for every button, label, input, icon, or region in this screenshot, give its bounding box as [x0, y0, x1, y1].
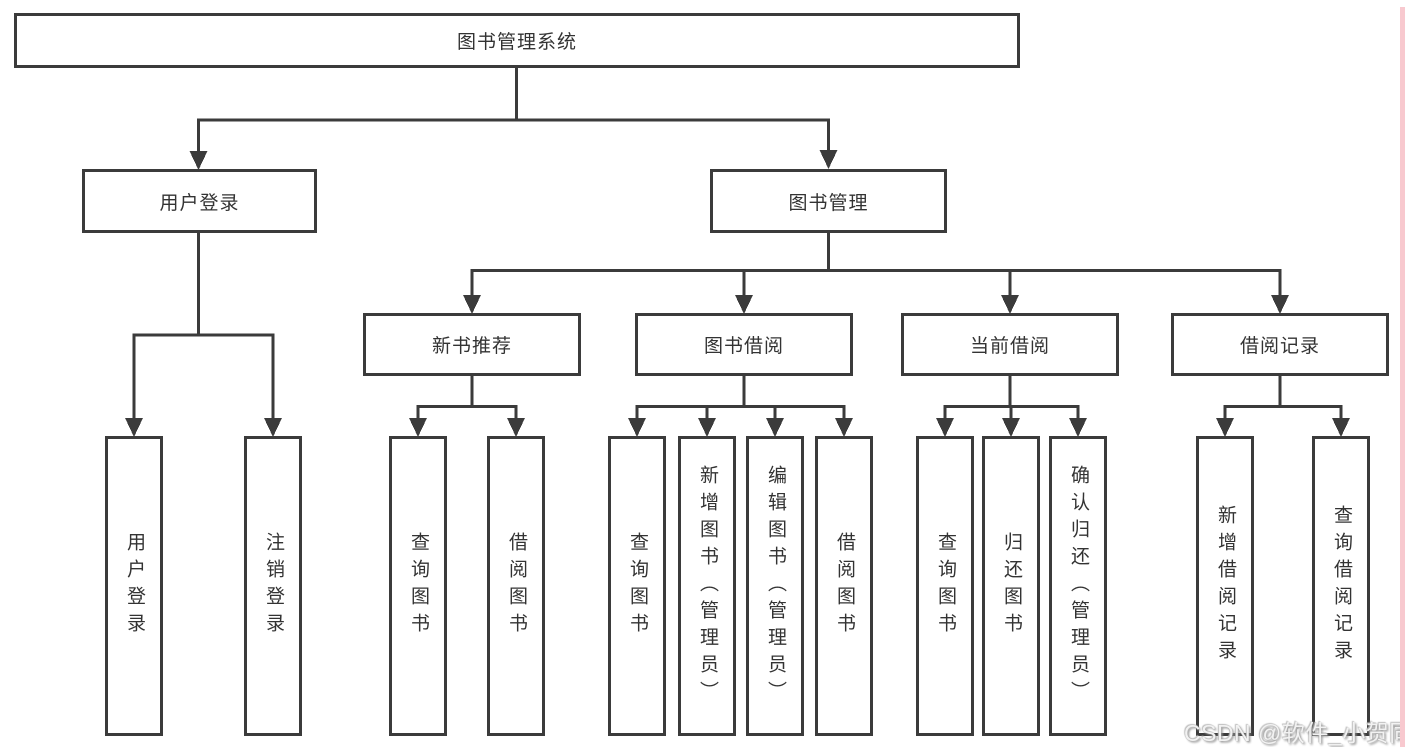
node-current-borrowing: 当前借阅 [901, 313, 1119, 376]
leaf-add-books-admin: 新增图书（管理员） [678, 436, 736, 736]
connector-current-borrowing-group [943, 376, 1080, 421]
arrowhead-leaf-return-books [1002, 418, 1020, 437]
arrowhead-leaf-add-books [698, 418, 716, 437]
connector-new-book-group [416, 376, 518, 421]
connector-user-login-group [132, 233, 275, 421]
connector-root [197, 68, 830, 153]
leaf-confirm-return-admin: 确认归还（管理员） [1049, 436, 1107, 736]
leaf-borrow-books-2: 借阅图书 [815, 436, 873, 736]
arrowhead-leaf-add-borrow-record [1216, 418, 1234, 437]
node-book-management: 图书管理 [710, 169, 947, 233]
leaf-query-books-3: 查询图书 [916, 436, 974, 736]
leaf-logout: 注销登录 [244, 436, 302, 736]
connector-borrowing-records-group [1223, 376, 1343, 421]
node-borrowing-records: 借阅记录 [1171, 313, 1389, 376]
arrowhead-book-management [819, 150, 838, 169]
arrowhead-borrowing-records [1271, 295, 1289, 314]
leaf-borrow-books-1: 借阅图书 [487, 436, 545, 736]
pink-edge-strip [1400, 7, 1405, 747]
leaf-add-borrow-record: 新增借阅记录 [1196, 436, 1254, 736]
arrowhead-leaf-borrow-books-1 [507, 418, 525, 437]
leaf-query-books-1: 查询图书 [389, 436, 447, 736]
connector-book-borrowing-group [635, 376, 846, 421]
arrowhead-leaf-logout [264, 418, 282, 437]
node-book-management-system: 图书管理系统 [14, 13, 1020, 68]
leaf-edit-books-admin: 编辑图书（管理员） [746, 436, 804, 736]
csdn-watermark: CSDN @软件_小贺同学 [1184, 720, 1405, 746]
leaf-return-books: 归还图书 [982, 436, 1040, 736]
arrowhead-leaf-query-books-2 [628, 418, 646, 437]
arrowhead-leaf-borrow-books-2 [835, 418, 853, 437]
arrowhead-leaf-query-books-1 [409, 418, 427, 437]
arrowhead-current-borrowing [1001, 295, 1019, 314]
leaf-query-borrow-record: 查询借阅记录 [1312, 436, 1370, 736]
arrowhead-book-borrowing [735, 295, 753, 314]
arrowhead-leaf-query-books-3 [936, 418, 954, 437]
arrowhead-leaf-user-login [125, 418, 143, 437]
arrowhead-new-book-recommend [463, 295, 481, 314]
arrowhead-leaf-confirm-return [1069, 418, 1087, 437]
arrowhead-leaf-edit-books [766, 418, 784, 437]
arrowhead-user-login [189, 151, 208, 170]
node-new-book-recommend: 新书推荐 [363, 313, 581, 376]
node-user-login: 用户登录 [82, 169, 317, 233]
node-book-borrowing: 图书借阅 [635, 313, 853, 376]
leaf-query-books-2: 查询图书 [608, 436, 666, 736]
arrowhead-leaf-query-borrow-record [1332, 418, 1350, 437]
leaf-user-login: 用户登录 [105, 436, 163, 736]
connector-book-management-group [470, 233, 1282, 297]
